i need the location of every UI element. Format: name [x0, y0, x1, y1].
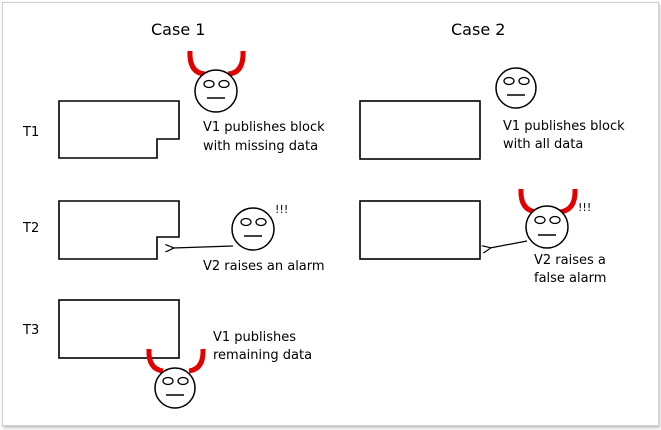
case2-t1-caption-line2: with all data: [503, 137, 583, 152]
diagram-canvas: Case 1 Case 2 T1 T2 T3 V1 publishes bloc…: [22, 20, 625, 409]
case2-t1-caption-line1: V1 publishes block: [503, 119, 625, 134]
case1-title: Case 1: [151, 20, 205, 39]
case2-t2-caption-line1: V2 raises a: [534, 253, 606, 268]
row-label-t2: T2: [22, 221, 39, 236]
case2-t1-neutral-face: [495, 67, 537, 109]
case2-t2-exclamation: !!!: [578, 201, 591, 214]
case2-title: Case 2: [451, 20, 505, 39]
case1-t1-caption-line1: V1 publishes block: [203, 120, 325, 135]
row-label-t1: T1: [22, 125, 39, 140]
case2-t2-false-alarm-arrow: [490, 240, 528, 248]
case1-t3-devil-face: [146, 348, 206, 409]
case1-t1-caption-line2: with missing data: [203, 139, 318, 154]
case1-t2-neutral-face: [231, 207, 275, 251]
case1-t2-caption: V2 raises an alarm: [203, 259, 325, 274]
case1-t3-caption-line2: remaining data: [213, 348, 312, 363]
case2-t1-complete-block: [359, 100, 481, 160]
case1-t2-incomplete-block: [58, 200, 180, 260]
row-label-t3: T3: [22, 323, 39, 338]
case1-t1-incomplete-block: [58, 100, 180, 159]
case2-t2-complete-block: [359, 200, 481, 260]
case2-t2-devil-face: [518, 188, 578, 249]
case1-t3-complete-block: [58, 299, 180, 359]
case1-t1-devil-face: [187, 50, 246, 113]
case1-t3-caption-line1: V1 publishes: [213, 330, 296, 345]
case1-t2-exclamation: !!!: [275, 203, 288, 216]
case2-t2-caption-line2: false alarm: [534, 271, 606, 286]
case1-t2-alarm-arrow: [173, 246, 234, 248]
